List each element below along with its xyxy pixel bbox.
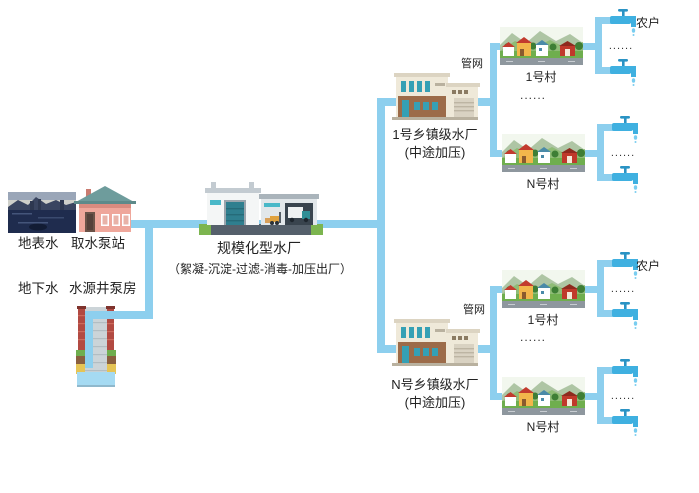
- main-plant-process: （絮凝-沉淀-过滤-消毒-加压出厂）: [168, 262, 352, 276]
- branch1-village1-faucet-ellipsis: ......: [608, 40, 634, 52]
- branch1-village2-faucet-ellipsis: ......: [610, 147, 636, 159]
- pipe-well-vertical: [85, 311, 93, 368]
- pipe-branch1-distribution-vertical: [490, 43, 497, 157]
- faucet-icon: [612, 302, 638, 330]
- pipe-branch2-distribution-vertical: [490, 286, 497, 400]
- faucet-icon: [612, 359, 638, 387]
- branch2-village1-faucet-ellipsis: ......: [610, 283, 636, 295]
- faucet-icon: [610, 59, 636, 87]
- branch2-plant-name: N号乡镇级水厂: [391, 377, 479, 392]
- township-plant1-icon: [388, 68, 482, 122]
- pipe-b2v2-faucet-stub: [585, 393, 599, 400]
- branch2-network-label: 管网: [463, 304, 485, 316]
- pipe-branch1-village1-stub: [490, 43, 504, 50]
- pipe-branch1-village2-stub: [490, 150, 504, 157]
- branch1-villages-ellipsis: ......: [519, 88, 546, 102]
- pipe-b1v1-faucet-vertical: [595, 17, 602, 74]
- well-pump-house-label: 水源井泵房: [69, 281, 137, 296]
- branch2-village2-name: N号村: [526, 420, 560, 434]
- village-b2v1-icon: [502, 270, 585, 308]
- branch2-village1-name: 1号村: [527, 313, 559, 327]
- main-plant-name: 规模化型水厂: [217, 240, 301, 256]
- branch2-villages-ellipsis: ......: [519, 330, 546, 344]
- pipe-b2v1-faucet-arm-bottom: [597, 310, 617, 317]
- pipe-b2v1-faucet-arm-top: [597, 260, 617, 267]
- branch2-village2-faucet-ellipsis: ......: [610, 390, 636, 402]
- branch1-plant-name: 1号乡镇级水厂: [392, 127, 478, 142]
- branch2-plant-note: (中途加压): [404, 395, 466, 410]
- village-b2v2-icon: [502, 377, 585, 415]
- pipe-b1v2-faucet-stub: [585, 150, 599, 157]
- faucet-icon: [612, 252, 638, 280]
- branch1-network-label: 管网: [461, 58, 483, 70]
- branch1-village1-name: 1号村: [525, 70, 557, 84]
- pipe-source-vertical: [145, 220, 153, 319]
- pipe-b1v1-faucet-arm-top: [595, 17, 615, 24]
- pipe-branch2-village2-stub: [490, 393, 504, 400]
- faucet-icon: [612, 166, 638, 194]
- pipe-b2v2-faucet-arm-bottom: [597, 417, 617, 424]
- pipe-b2v1-faucet-vertical: [597, 260, 604, 317]
- faucet-icon: [612, 116, 638, 144]
- intake-pump-station-icon: [74, 186, 136, 234]
- pipe-well-horizontal: [85, 311, 153, 319]
- pipe-b1v1-faucet-stub: [583, 43, 597, 50]
- pipe-branch2-village1-stub: [490, 286, 504, 293]
- intake-station-label: 取水泵站: [71, 236, 125, 251]
- branch1-village2-name: N号村: [526, 177, 560, 191]
- branch1-household-label: 农户: [636, 16, 661, 30]
- pipe-b2v2-faucet-arm-top: [597, 367, 617, 374]
- pipe-b1v1-faucet-arm-bottom: [595, 67, 615, 74]
- village-b1v2-icon: [502, 134, 585, 172]
- pipe-b2v1-faucet-stub: [585, 286, 599, 293]
- pipe-b1v2-faucet-vertical: [597, 124, 604, 181]
- surface-water-label: 地表水: [18, 236, 59, 251]
- village-b1v1-icon: [500, 27, 583, 65]
- pipe-trunk-vertical: [377, 98, 385, 353]
- branch1-plant-note: (中途加压): [404, 145, 466, 160]
- faucet-icon: [610, 9, 636, 37]
- branch2-household-label: 农户: [636, 259, 661, 273]
- faucet-icon: [612, 409, 638, 437]
- pipe-b1v2-faucet-arm-top: [597, 124, 617, 131]
- surface-water-photo: [8, 192, 76, 233]
- ground-water-label: 地下水: [18, 281, 59, 296]
- main-water-plant-icon: [199, 176, 323, 238]
- township-plant2-icon: [388, 314, 482, 368]
- pipe-b1v2-faucet-arm-bottom: [597, 174, 617, 181]
- pipe-b2v2-faucet-vertical: [597, 367, 604, 424]
